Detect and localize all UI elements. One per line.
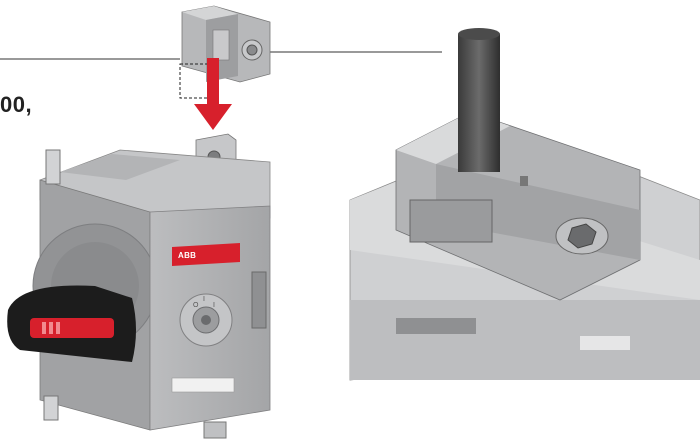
hex-screw-icon (520, 176, 609, 255)
brand-label: ABB (178, 251, 197, 260)
terminal-block-top (179, 5, 271, 99)
black-handle-icon (7, 285, 137, 362)
detail-view (349, 28, 700, 381)
red-arrow-icon (194, 58, 232, 130)
caption-partial-text: 00, (0, 92, 33, 117)
dial-mark-on-1: I (203, 296, 205, 303)
dial-mark-off: O (193, 302, 199, 309)
switch-body (32, 149, 271, 439)
dial-mark-on-2: I (213, 302, 215, 309)
